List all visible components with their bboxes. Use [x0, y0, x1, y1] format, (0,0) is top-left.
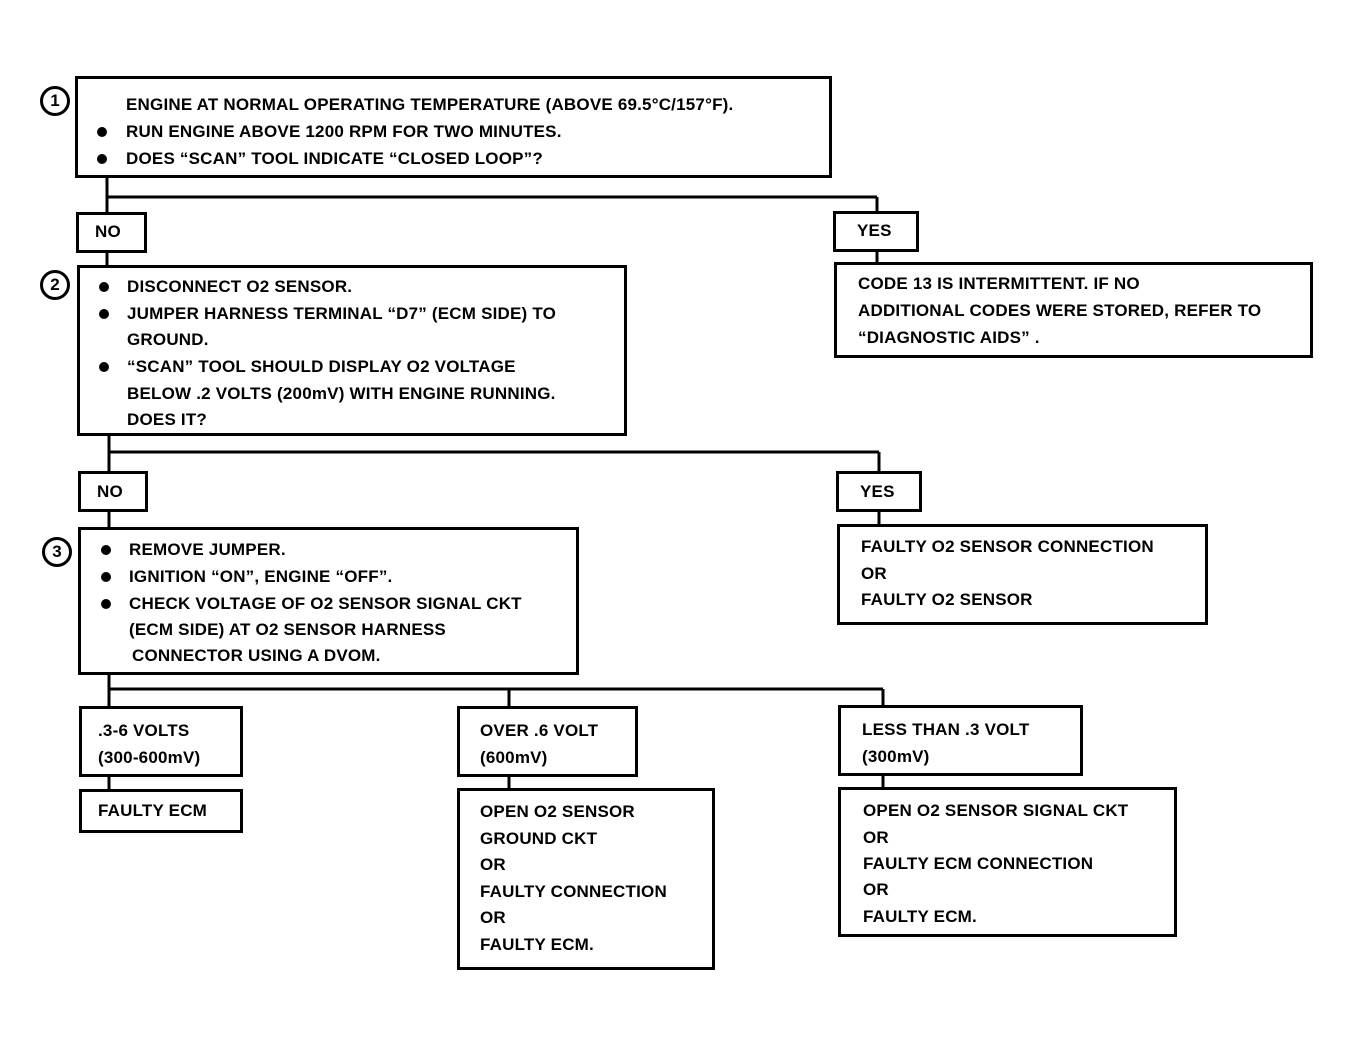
step-1-number: 1	[40, 86, 70, 116]
bullet-icon	[101, 545, 111, 555]
result-line: FAULTY ECM CONNECTION	[863, 854, 1094, 873]
result-line: OPEN O2 SENSOR SIGNAL CKT	[863, 801, 1129, 820]
step-2-yes-result: FAULTY O2 SENSOR CONNECTION OR FAULTY O2…	[837, 524, 1208, 625]
step-3-line-4: (ECM SIDE) AT O2 SENSOR HARNESS	[129, 620, 446, 639]
step-3-line-2: IGNITION “ON”, ENGINE “OFF”.	[129, 567, 393, 586]
result-line: ADDITIONAL CODES WERE STORED, REFER TO	[858, 301, 1262, 320]
step-2-number: 2	[40, 270, 70, 300]
step-3-less-box: LESS THAN .3 VOLT (300mV)	[838, 705, 1083, 776]
branch-line: OVER .6 VOLT	[480, 721, 599, 740]
step-3-number: 3	[42, 537, 72, 567]
step-2-no-label: NO	[97, 482, 123, 501]
step-3-line-5: CONNECTOR USING A DVOM.	[132, 646, 381, 665]
step-2-no-box: NO	[78, 471, 148, 512]
step-1-yes-label: YES	[857, 221, 892, 240]
step-2-line-6: DOES IT?	[127, 410, 207, 429]
branch-line: (600mV)	[480, 748, 548, 767]
bullet-icon	[99, 309, 109, 319]
result-line: OR	[861, 564, 887, 583]
result-line: OR	[480, 908, 506, 927]
bullet-icon	[97, 127, 107, 137]
result-line: OR	[863, 828, 889, 847]
branch-line: .3-6 VOLTS	[98, 721, 190, 740]
result-line: OPEN O2 SENSOR	[480, 802, 635, 821]
step-3-mid-result: FAULTY ECM	[79, 789, 243, 833]
step-1-line-3: DOES “SCAN” TOOL INDICATE “CLOSED LOOP”?	[126, 149, 543, 168]
step-1-no-box: NO	[76, 212, 147, 253]
step-3-less-result: OPEN O2 SENSOR SIGNAL CKT OR FAULTY ECM …	[838, 787, 1177, 937]
step-2-yes-box: YES	[836, 471, 922, 512]
step-1-no-label: NO	[95, 222, 121, 241]
bullet-icon	[99, 362, 109, 372]
step-2-yes-label: YES	[860, 482, 895, 501]
step-2-line-3: GROUND.	[127, 330, 209, 349]
result-line: CODE 13 IS INTERMITTENT. IF NO	[858, 274, 1140, 293]
result-line: GROUND CKT	[480, 829, 598, 848]
result-line: FAULTY ECM	[98, 801, 208, 820]
result-line: “DIAGNOSTIC AIDS” .	[858, 328, 1040, 347]
result-line: FAULTY O2 SENSOR	[861, 590, 1033, 609]
result-line: FAULTY ECM.	[480, 935, 594, 954]
step-2-line-4: “SCAN” TOOL SHOULD DISPLAY O2 VOLTAGE	[127, 357, 516, 376]
result-line: FAULTY ECM.	[863, 907, 977, 926]
step-1-yes-box: YES	[833, 211, 919, 252]
step-3-box: REMOVE JUMPER. IGNITION “ON”, ENGINE “OF…	[78, 527, 579, 675]
step-2-line-2: JUMPER HARNESS TERMINAL “D7” (ECM SIDE) …	[127, 304, 557, 323]
bullet-icon	[97, 154, 107, 164]
step-3-over-result: OPEN O2 SENSOR GROUND CKT OR FAULTY CONN…	[457, 788, 715, 970]
step-1-box: ENGINE AT NORMAL OPERATING TEMPERATURE (…	[75, 76, 832, 178]
step-1-line-1: ENGINE AT NORMAL OPERATING TEMPERATURE (…	[126, 95, 734, 114]
step-3-line-3: CHECK VOLTAGE OF O2 SENSOR SIGNAL CKT	[129, 594, 522, 613]
result-line: OR	[863, 880, 889, 899]
step-1-line-2: RUN ENGINE ABOVE 1200 RPM FOR TWO MINUTE…	[126, 122, 562, 141]
step-1-yes-result: CODE 13 IS INTERMITTENT. IF NO ADDITIONA…	[834, 262, 1313, 358]
step-3-over-box: OVER .6 VOLT (600mV)	[457, 706, 638, 777]
bullet-icon	[99, 282, 109, 292]
step-2-line-1: DISCONNECT O2 SENSOR.	[127, 277, 353, 296]
branch-line: (300-600mV)	[98, 748, 201, 767]
bullet-icon	[101, 599, 111, 609]
result-line: FAULTY O2 SENSOR CONNECTION	[861, 537, 1154, 556]
result-line: OR	[480, 855, 506, 874]
step-2-line-5: BELOW .2 VOLTS (200mV) WITH ENGINE RUNNI…	[127, 384, 556, 403]
branch-line: (300mV)	[862, 747, 930, 766]
step-3-mid-range-box: .3-6 VOLTS (300-600mV)	[79, 706, 243, 777]
branch-line: LESS THAN .3 VOLT	[862, 720, 1030, 739]
step-3-line-1: REMOVE JUMPER.	[129, 540, 286, 559]
step-2-box: DISCONNECT O2 SENSOR. JUMPER HARNESS TER…	[77, 265, 627, 436]
result-line: FAULTY CONNECTION	[480, 882, 667, 901]
bullet-icon	[101, 572, 111, 582]
